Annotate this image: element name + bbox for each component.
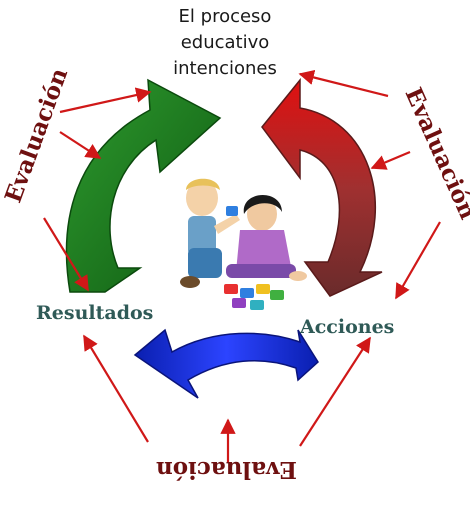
arrow-eval-right-to-top bbox=[298, 69, 389, 98]
green-cycle-arrow bbox=[65, 78, 222, 293]
feedback-arrows bbox=[43, 69, 441, 462]
results-label: Resultados bbox=[36, 302, 154, 324]
process-title-line-3: intenciones bbox=[173, 58, 277, 79]
process-title: El proceso educativo intenciones bbox=[150, 4, 300, 82]
arrow-eval-left-to-green bbox=[59, 131, 102, 159]
process-title-line-2: educativo bbox=[180, 32, 270, 53]
arrow-eval-bottom-to-results bbox=[83, 334, 149, 443]
arrow-eval-bottom-to-actions bbox=[299, 336, 371, 447]
evaluation-label-bottom: Evaluación bbox=[156, 456, 297, 483]
arrow-eval-left-to-top bbox=[59, 87, 152, 114]
process-title-line-1: El proceso bbox=[178, 6, 272, 27]
actions-label: Acciones bbox=[300, 316, 395, 338]
blue-cycle-arrow bbox=[133, 328, 319, 399]
children-illustration bbox=[180, 178, 307, 310]
red-cycle-arrow bbox=[261, 77, 383, 297]
arrow-eval-left-to-results bbox=[43, 217, 89, 292]
arrow-eval-right-to-red bbox=[370, 150, 411, 170]
arrow-eval-right-to-actions bbox=[395, 221, 441, 300]
